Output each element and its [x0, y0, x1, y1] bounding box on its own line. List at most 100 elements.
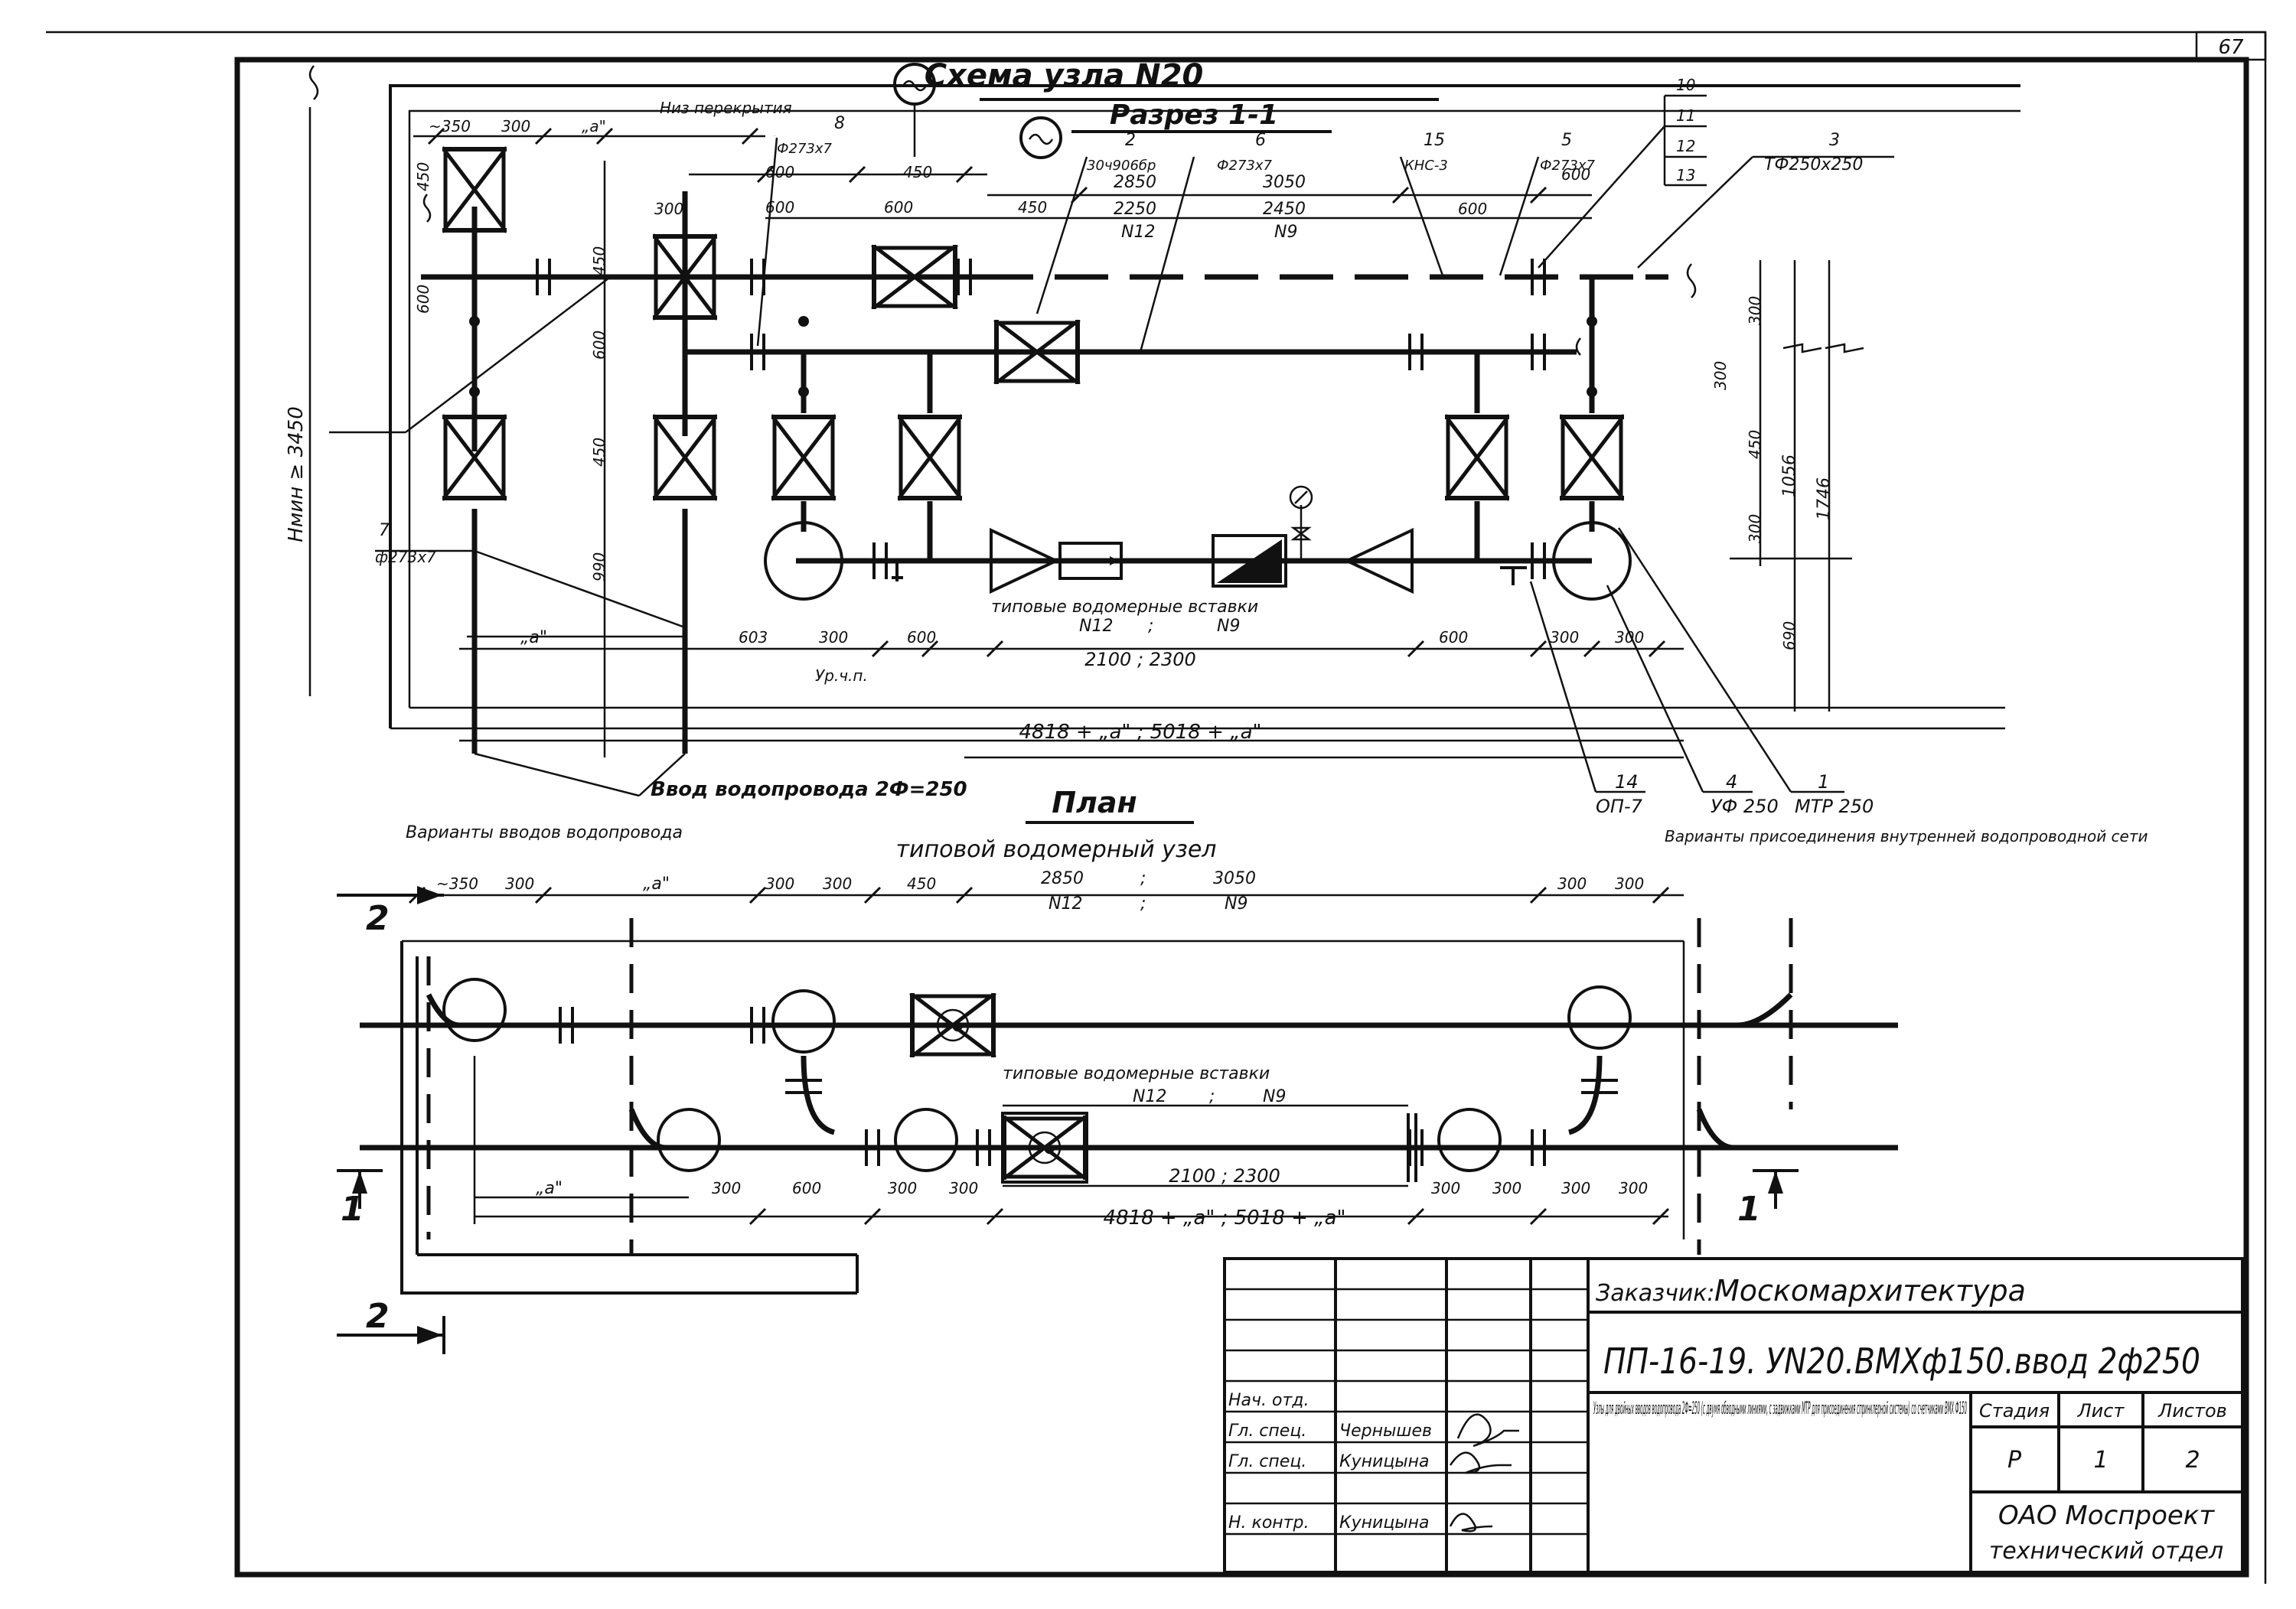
svg-text:11: 11	[1676, 106, 1695, 125]
svg-text:450: 450	[903, 163, 932, 181]
svg-text:Ф273x7: Ф273x7	[1540, 158, 1596, 174]
svg-text:600: 600	[792, 1179, 821, 1197]
plan-markers: 2 1 1 2	[341, 899, 1761, 1336]
svg-text:300: 300	[1615, 628, 1644, 647]
svg-text:2: 2	[366, 1297, 390, 1336]
svg-text:;: ;	[1209, 1087, 1215, 1106]
svg-text:15: 15	[1424, 131, 1445, 150]
svg-text:300: 300	[1561, 1179, 1590, 1197]
svg-text:300: 300	[949, 1179, 978, 1197]
svg-text:4818 + „а" ; 5018 + „а": 4818 + „а" ; 5018 + „а"	[1104, 1207, 1346, 1230]
svg-text:300: 300	[712, 1179, 741, 1197]
inlet-note: Ввод водопровода 2Ф=250	[651, 778, 967, 801]
svg-text:13: 13	[1676, 166, 1695, 184]
node-dim-sep: ;	[1140, 869, 1146, 888]
section-dimensions-right: 300 300 450 300 1056 1746 690	[1711, 296, 1834, 650]
svg-text:300: 300	[1619, 1179, 1648, 1197]
svg-text:300: 300	[1550, 628, 1579, 647]
floor-level-note: Ур.ч.п.	[815, 666, 868, 685]
svg-text:N12: N12	[1121, 223, 1155, 242]
svg-text:30ч906бр: 30ч906бр	[1087, 158, 1156, 174]
svg-text:450: 450	[590, 438, 608, 467]
svg-text:2100 ; 2300: 2100 ; 2300	[1169, 1165, 1280, 1187]
svg-text:N9: N9	[1274, 223, 1297, 242]
svg-text:2: 2	[1125, 131, 1136, 150]
svg-text:300: 300	[501, 117, 530, 135]
node-dim-1: 2850	[1041, 869, 1084, 888]
name-3: Куницына	[1339, 1452, 1430, 1471]
svg-text:300: 300	[1746, 296, 1764, 325]
svg-text:300: 300	[765, 875, 794, 893]
svg-text:450: 450	[1018, 198, 1047, 217]
svg-text:„а": „а"	[520, 628, 547, 647]
svg-text:300: 300	[1711, 361, 1730, 390]
ceiling-note: Низ перекрытия	[660, 99, 792, 117]
svg-text:8: 8	[834, 114, 845, 133]
node-num-2: N9	[1225, 894, 1247, 914]
svg-text:450: 450	[590, 246, 608, 275]
svg-text:4: 4	[1726, 771, 1737, 793]
svg-text:2450: 2450	[1263, 200, 1306, 219]
svg-text:Ф273x7: Ф273x7	[777, 141, 833, 157]
svg-text:600: 600	[765, 163, 794, 181]
org-line-2: технический отдел	[1989, 1538, 2223, 1565]
meters-num-1: N12	[1079, 617, 1113, 636]
sheets-value: 2	[2185, 1447, 2200, 1474]
svg-text:1: 1	[1737, 1190, 1761, 1229]
name-4: Куницына	[1339, 1513, 1430, 1532]
svg-text:1056: 1056	[1780, 454, 1799, 497]
svg-text:МТР 250: МТР 250	[1795, 796, 1874, 817]
section-subtitle: Разрез 1-1	[1110, 99, 1278, 131]
svg-text:690: 690	[1780, 621, 1799, 650]
svg-text:КНС-3: КНС-3	[1404, 158, 1448, 174]
svg-text:6: 6	[1255, 131, 1266, 150]
org-line-1: ОАО Моспроект	[1998, 1500, 2215, 1531]
meters-length: 2100 ; 2300	[1084, 649, 1196, 670]
plan-dimensions: ~350 300 „а" 300 300 450 300 300 „а" 300…	[436, 875, 1648, 1230]
svg-text:2850: 2850	[1114, 173, 1156, 192]
svg-text:300: 300	[654, 200, 683, 218]
node-num-sep: ;	[1140, 894, 1146, 914]
stage-value: Р	[2007, 1447, 2022, 1474]
signature-marks	[1449, 1413, 1519, 1532]
svg-text:„а": „а"	[536, 1179, 563, 1198]
total-length: 4818 + „а" ; 5018 + „а"	[1019, 721, 1262, 744]
svg-text:600: 600	[1439, 628, 1468, 647]
svg-text:2250: 2250	[1114, 200, 1156, 219]
sheets-label: Листов	[2157, 1400, 2227, 1422]
svg-text:Ф273x7: Ф273x7	[773, 135, 776, 137]
drawing-code: ПП-16-19. УN20.ВМХф150.ввод 2ф250	[1603, 1340, 2200, 1382]
svg-text:ОП-7: ОП-7	[1596, 796, 1643, 817]
svg-text:300: 300	[888, 1179, 917, 1197]
svg-text:600: 600	[1458, 200, 1487, 218]
meters-num-sep: ;	[1148, 617, 1153, 636]
sheet-value: 1	[2093, 1447, 2108, 1474]
sheet-label: Лист	[2077, 1400, 2125, 1422]
svg-text:603: 603	[739, 628, 768, 647]
svg-text:5: 5	[1561, 131, 1572, 150]
svg-text:600: 600	[414, 285, 432, 314]
role-1: Нач. отд.	[1228, 1391, 1309, 1410]
svg-text:12: 12	[1676, 137, 1695, 155]
svg-text:„а": „а"	[643, 875, 670, 894]
svg-text:600: 600	[765, 198, 794, 217]
svg-text:1: 1	[341, 1190, 364, 1229]
svg-text:990: 990	[590, 552, 608, 581]
svg-text:300: 300	[1615, 875, 1644, 893]
name-2: Чернышев	[1339, 1422, 1432, 1441]
plan-diagram: План Варианты вводов водопровода типовой…	[337, 786, 2148, 1354]
svg-text:450: 450	[1746, 430, 1764, 459]
svg-text:2: 2	[366, 899, 390, 938]
svg-text:600: 600	[590, 331, 608, 360]
svg-text:300: 300	[1557, 875, 1587, 893]
customer-name: Москомархитектура	[1714, 1274, 2026, 1308]
pipe-labels: Ф273x7	[773, 135, 776, 137]
section-dimensions-bottom: „а" 603 300 600 600 300 300	[520, 628, 1644, 647]
sheet-frame	[46, 31, 2267, 1584]
svg-text:типовые водомерные вставки: типовые водомерные вставки	[1003, 1064, 1270, 1083]
svg-text:ТФ250x250: ТФ250x250	[1764, 155, 1863, 174]
svg-text:~350: ~350	[436, 875, 478, 893]
svg-text:300: 300	[1492, 1179, 1521, 1197]
customer-label: Заказчик:	[1596, 1280, 1715, 1307]
